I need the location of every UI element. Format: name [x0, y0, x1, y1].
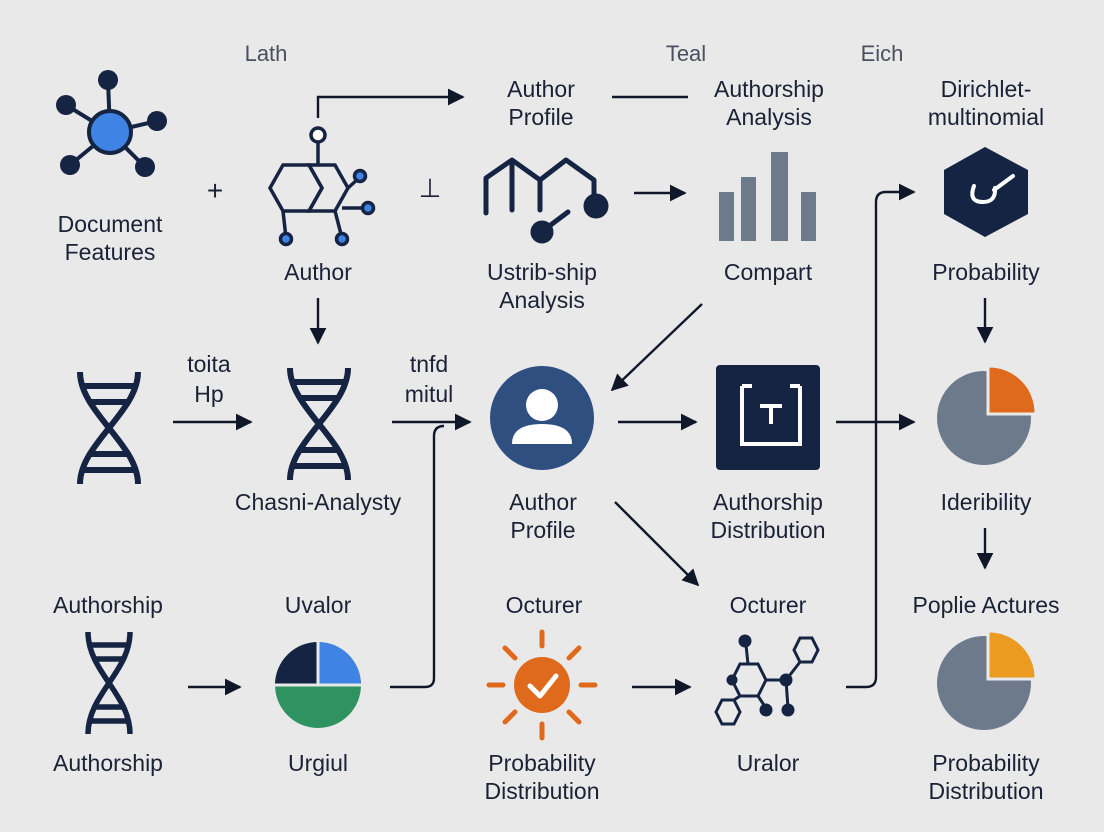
label-hp: Hp [194, 381, 223, 407]
label-chasni: Chasni-Analysty [235, 489, 402, 515]
label-compart: Compart [724, 259, 813, 285]
label-probability-distribution-right-2: Distribution [928, 778, 1043, 804]
label-uralor: Uralor [737, 750, 800, 776]
sun-check-icon [486, 629, 598, 741]
label-probability-distribution-right-1: Probability [932, 750, 1040, 776]
label-features: Features [65, 239, 156, 265]
label-probability-distribution-mid-2: Distribution [484, 778, 599, 804]
label-author-profile-top-1: Author [507, 76, 575, 102]
label-ideribility: Ideribility [941, 489, 1032, 515]
hexagon-badge-icon [944, 147, 1028, 237]
user-avatar-icon [490, 366, 594, 470]
label-author-profile-mid-2: Profile [510, 517, 575, 543]
label-author-profile-mid-1: Author [509, 489, 577, 515]
label-dirichlet-1: Dirichlet- [941, 76, 1032, 102]
label-octurer-left: Octurer [506, 592, 583, 618]
label-tnfd: tnfd [410, 351, 448, 377]
label-probability-top: Probability [932, 259, 1040, 285]
label-authorship-analysis-1: Authorship [714, 76, 824, 102]
label-dirichlet-2: multinomial [928, 104, 1044, 130]
label-mitul: mitul [405, 381, 454, 407]
dna-icon-2 [287, 367, 351, 481]
arrow-author-to-profile [316, 88, 465, 118]
arrow-compart-to-profile [610, 303, 703, 392]
arrow-molecule-to-hexagon [846, 183, 916, 689]
label-authorship-analysis-2: Analysis [726, 104, 812, 130]
label-author: Author [284, 259, 352, 285]
molecule-icon-2 [714, 634, 820, 726]
pie-chart-icon [937, 364, 1038, 465]
arrow-profile-to-octurer [614, 501, 700, 587]
label-uvalor: Uvalor [285, 592, 352, 618]
label-author-profile-top-2: Profile [508, 104, 573, 130]
pie-chart-icon-3 [937, 629, 1038, 730]
top-label-1: Lath [245, 41, 288, 66]
top-label-3: Eich [861, 41, 904, 66]
connectors [173, 88, 994, 696]
line-pie-up [390, 424, 445, 689]
label-authorship-bottom-top: Authorship [53, 592, 163, 618]
label-urgiul: Urgiul [288, 750, 348, 776]
label-document: Document [58, 211, 163, 237]
label-authorship-distribution-1: Authorship [713, 489, 823, 515]
bar-chart-icon [719, 152, 816, 241]
dna-icon-3 [85, 631, 133, 735]
pathway-icon [483, 157, 609, 244]
top-label-2: Teal [666, 41, 706, 66]
label-poplie-actures: Poplie Actures [912, 592, 1059, 618]
framed-square-icon [716, 365, 820, 470]
dna-icon [77, 371, 141, 485]
label-authorship-bottom: Authorship [53, 750, 163, 776]
label-ustrib-analysis: Analysis [499, 287, 585, 313]
label-toita: toita [187, 351, 231, 377]
molecule-icon [267, 126, 376, 247]
label-ustrib-ship: Ustrib-ship [487, 259, 597, 285]
label-authorship-distribution-2: Distribution [710, 517, 825, 543]
plus-operator: + [207, 175, 223, 206]
tack-operator: ⊥ [419, 173, 442, 203]
label-octurer-right: Octurer [730, 592, 807, 618]
pie-chart-icon-2 [275, 642, 361, 728]
network-hub-icon [56, 70, 167, 177]
label-probability-distribution-mid-1: Probability [488, 750, 596, 776]
